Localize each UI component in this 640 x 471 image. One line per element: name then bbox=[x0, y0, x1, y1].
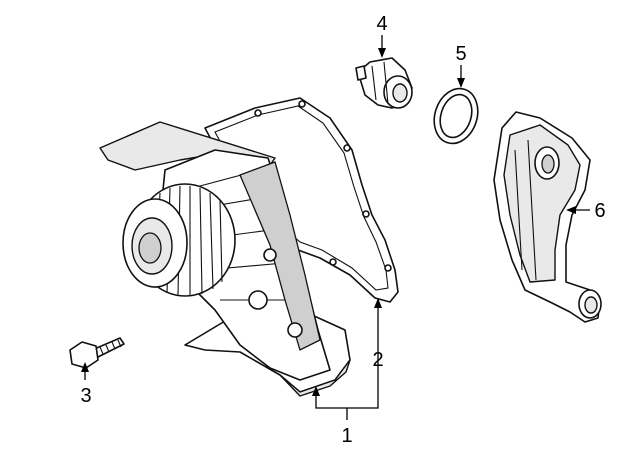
leader-lines bbox=[81, 35, 590, 420]
callout-1: 1 bbox=[341, 425, 352, 447]
water-pump-part[interactable] bbox=[99, 121, 351, 397]
thermostat-housing-part[interactable] bbox=[493, 111, 602, 323]
o-ring-seal-part[interactable] bbox=[427, 83, 484, 149]
thermostat-part[interactable] bbox=[355, 57, 413, 109]
bolt-part[interactable] bbox=[69, 337, 125, 369]
callout-6: 6 bbox=[594, 200, 605, 222]
callout-2: 2 bbox=[372, 349, 383, 371]
callout-4: 4 bbox=[376, 13, 387, 35]
callout-3: 3 bbox=[80, 385, 91, 407]
callout-5: 5 bbox=[455, 43, 466, 65]
